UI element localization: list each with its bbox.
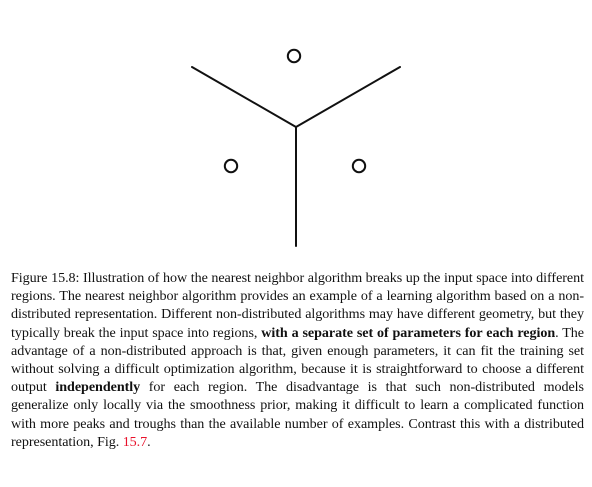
voronoi-figure: [191, 48, 401, 247]
figure-reference-link[interactable]: 15.7: [122, 433, 148, 450]
caption-label: Figure 15.8:: [11, 270, 80, 286]
figure-caption: Figure 15.8: Illustration of how the nea…: [11, 269, 584, 451]
point-top: [286, 48, 302, 64]
caption-bold-2: independently: [55, 379, 141, 396]
caption-text-1: Illustration of how the nearest neighbor…: [11, 270, 584, 341]
voronoi-diagram: [191, 48, 401, 247]
caption-bold-1: with a separate set of parameters for ea…: [261, 324, 556, 341]
boundary-right: [295, 66, 401, 128]
point-left: [223, 158, 239, 174]
caption-text-2: . The advantage of a non-distributed app…: [11, 324, 585, 396]
caption-text-3: for each region. The disadvantage is tha…: [11, 379, 584, 450]
caption-end: .: [147, 433, 151, 450]
point-right: [351, 158, 367, 174]
boundary-left: [191, 66, 297, 128]
